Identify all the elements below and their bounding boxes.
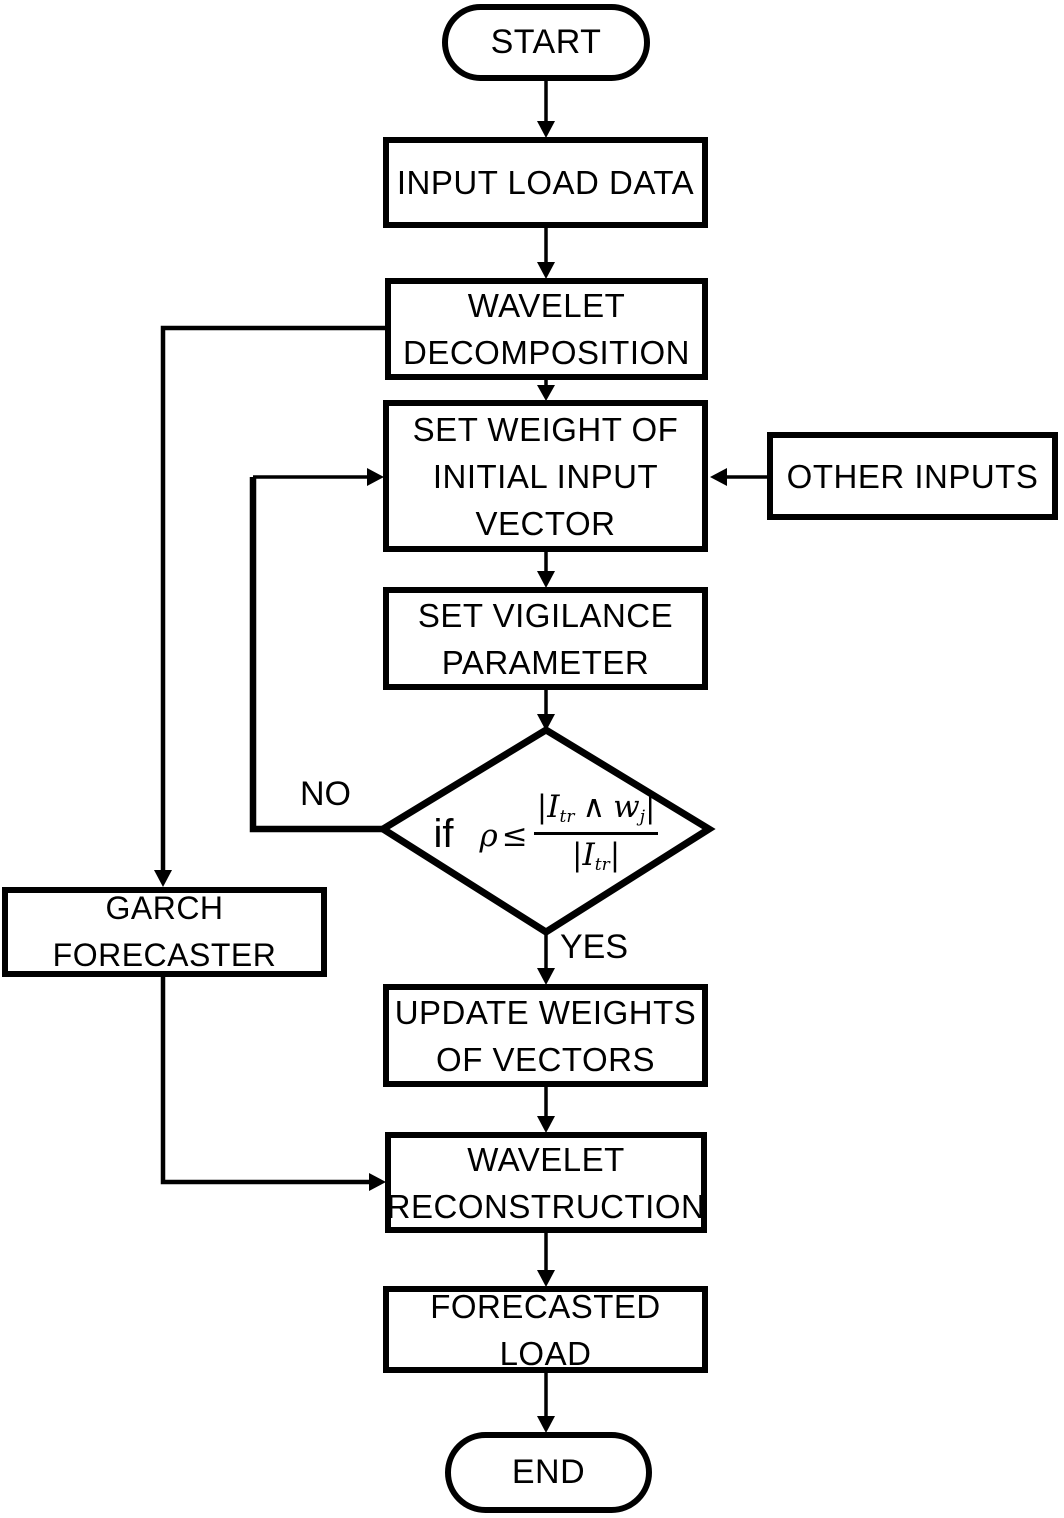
fraction-numerator: |Itr∧wj| (534, 787, 659, 832)
node-wavelet-reconstruction: WAVELET RECONSTRUCTION (385, 1132, 707, 1233)
edge-label-yes: YES (560, 928, 629, 966)
decision-if-text: if (433, 811, 454, 856)
node-other-inputs-label: OTHER INPUTS (786, 457, 1039, 495)
node-end-label: END (511, 1453, 586, 1491)
edge-decision-yes-to-update (537, 932, 555, 985)
node-update-weights-line2: OF VECTORS (436, 1040, 655, 1078)
edge-wavrec-to-forecast (537, 1233, 555, 1287)
subscript-tr: tr (594, 854, 610, 875)
edge-setvig-to-decision (537, 688, 555, 731)
abs-bar: | (572, 836, 583, 873)
edge-input-to-wavdec (537, 228, 555, 279)
node-forecasted-load-label: FORECASTED LOAD (430, 1287, 661, 1372)
rho-symbol: ρ (479, 818, 498, 854)
node-update-weights-line1: UPDATE WEIGHTS (394, 993, 697, 1031)
wedge-operator: ∧ (582, 788, 606, 825)
node-set-vigilance: SET VIGILANCE PARAMETER (383, 587, 708, 690)
node-wavelet-decomposition: WAVELET DECOMPOSITION (385, 278, 708, 380)
node-other-inputs: OTHER INPUTS (767, 432, 1058, 520)
node-set-vigilance-line2: PARAMETER (441, 643, 650, 681)
node-set-weight-line3: VECTOR (475, 504, 616, 542)
edge-forecast-to-end (537, 1372, 555, 1433)
decision-formula: ρ ≤ |Itr∧wj| |Itr| (480, 783, 659, 880)
abs-bar: | (609, 836, 621, 873)
node-wavelet-reconstruction-line2: RECONSTRUCTION (386, 1187, 706, 1225)
subscript-j: j (639, 806, 645, 827)
node-update-weights: UPDATE WEIGHTS OF VECTORS (383, 984, 708, 1087)
edge-wavdec-to-setweight (537, 380, 555, 401)
fraction-denominator: |Itr| (533, 831, 659, 880)
node-set-weight: SET WEIGHT OF INITIAL INPUT VECTOR (383, 400, 708, 552)
edge-wavdec-to-garch (154, 325, 385, 887)
node-start-label: START (490, 23, 602, 61)
node-start: START (442, 4, 650, 81)
edge-setweight-to-setvig (537, 552, 555, 588)
edge-update-to-wavrec (537, 1087, 555, 1133)
node-garch-forecaster: GARCH FORECASTER (2, 887, 327, 977)
leq-symbol: ≤ (501, 818, 528, 854)
abs-bar: | (645, 788, 656, 825)
node-input-load-data: INPUT LOAD DATA (383, 137, 708, 228)
node-set-weight-line2: INITIAL INPUT (432, 457, 659, 495)
node-wavelet-reconstruction-line1: WAVELET (467, 1140, 625, 1178)
subscript-tr: tr (559, 806, 575, 827)
edge-start-to-input (537, 80, 555, 138)
node-set-vigilance-line1: SET VIGILANCE (417, 596, 674, 634)
abs-bar: | (536, 788, 548, 825)
decision-diamond-shape (376, 725, 716, 937)
decision-fraction: |Itr∧wj| |Itr| (533, 787, 659, 880)
var-w: w (613, 788, 640, 825)
edge-decision-no-loop (249, 468, 384, 833)
var-I: I (547, 788, 560, 825)
node-forecasted-load: FORECASTED LOAD (383, 1286, 708, 1373)
node-end: END (445, 1432, 652, 1513)
edge-garch-to-wavrec (160, 977, 386, 1191)
node-garch-forecaster-label: GARCH FORECASTER (52, 890, 277, 973)
edge-otherinputs-to-setweight (710, 468, 767, 486)
node-set-weight-line1: SET WEIGHT OF (412, 410, 679, 448)
node-decision-condition: if ρ ≤ |Itr∧wj| |Itr| (383, 732, 709, 930)
var-I: I (582, 836, 595, 873)
node-wavelet-decomposition-line2: DECOMPOSITION (402, 334, 691, 371)
edge-label-no: NO (300, 775, 351, 813)
node-input-load-data-label: INPUT LOAD DATA (396, 164, 695, 201)
node-wavelet-decomposition-line1: WAVELET (467, 287, 626, 324)
